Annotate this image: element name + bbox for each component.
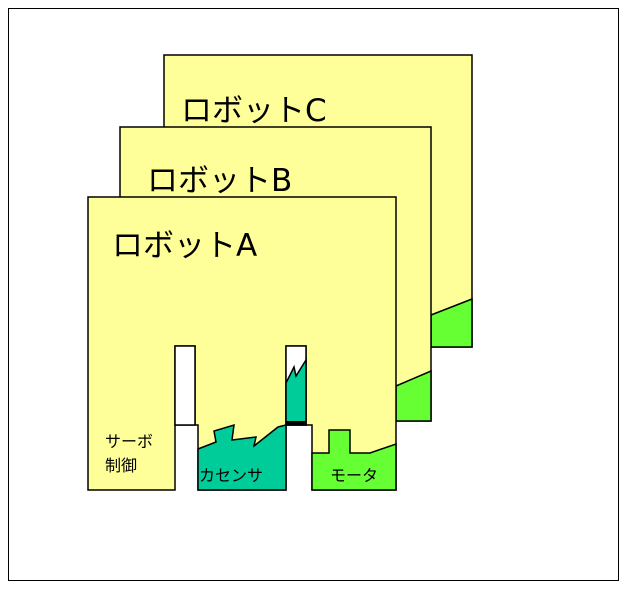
robot-a-slot-left <box>174 345 196 426</box>
force-sensor-connector <box>286 421 306 425</box>
motor-module <box>311 429 397 491</box>
servo-control-label-line1: サーボ <box>105 432 153 451</box>
robot-b-label: ロボットB <box>147 163 292 199</box>
force-sensor-label: カセンサ <box>199 466 263 485</box>
servo-control-label-line2: 制御 <box>105 456 137 475</box>
robot-a-card: ロボットA サーボ 制御 カセンサ モータ <box>87 196 397 491</box>
force-sensor-module <box>197 423 287 491</box>
robot-c-label: ロボットC <box>181 93 327 129</box>
motor-label: モータ <box>330 466 378 485</box>
robot-a-label: ロボットA <box>112 228 257 264</box>
